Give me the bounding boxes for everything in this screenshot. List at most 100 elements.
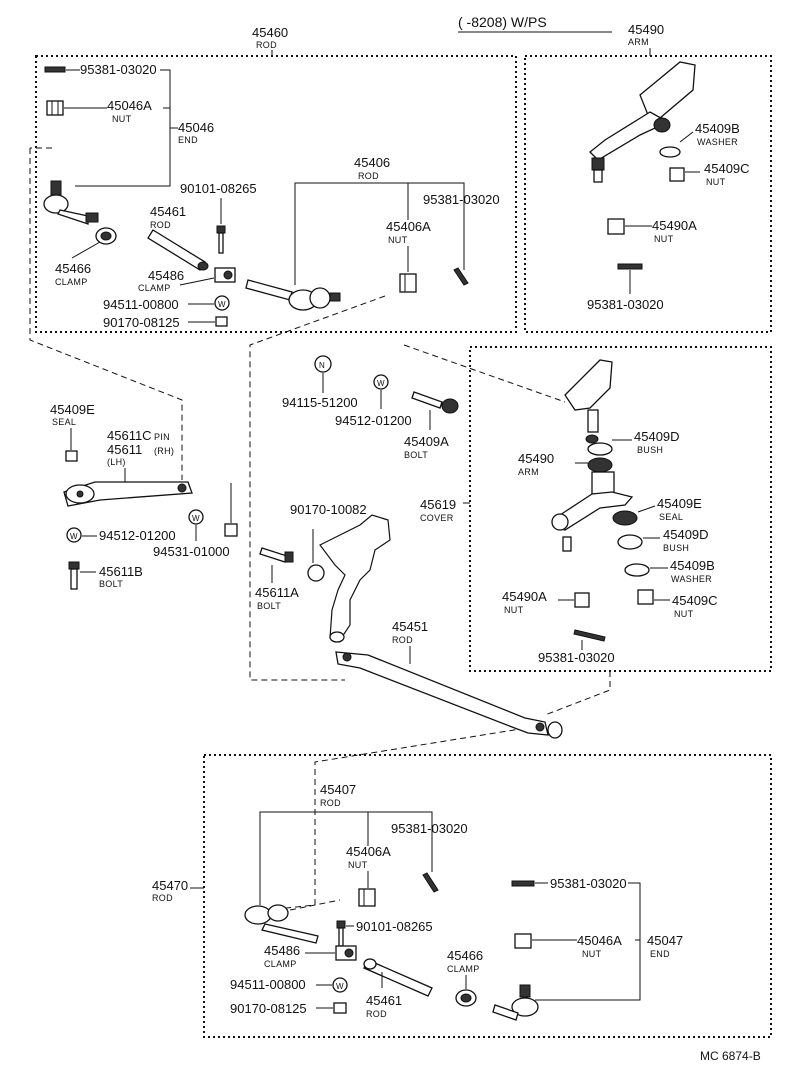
label-num: 45406 (354, 155, 390, 170)
label-num: 95381-03020 (550, 876, 627, 891)
label-name: NUT (674, 609, 694, 619)
label-num: 45486 (264, 943, 300, 958)
tie-rod-end-icon (244, 904, 319, 944)
pin-icon (65, 450, 78, 462)
label-num: 95381-03020 (80, 62, 157, 77)
label-name: CLAMP (447, 964, 480, 974)
label-name: ARM (518, 467, 539, 477)
cover-icon (307, 564, 325, 582)
washer-symbol: W (336, 982, 344, 991)
label-name: NUT (582, 949, 602, 959)
sleeve-rod-icon (363, 958, 433, 997)
label-name: BOLT (99, 579, 123, 589)
washer-icon: W (66, 527, 82, 543)
bolt-icon (68, 561, 80, 590)
washer-symbol: W (192, 514, 200, 523)
tie-rod-end-icon (245, 279, 341, 311)
label-num: 45490A (652, 218, 697, 233)
label-name: CLAMP (138, 283, 171, 293)
label-num: 95381-03020 (538, 650, 615, 665)
label-name: ROD (152, 893, 173, 903)
label-num: 45409E (657, 496, 702, 511)
relay-rod-icon (335, 651, 563, 739)
seal-icon (612, 510, 638, 526)
diagram-code: MC 6874-B (700, 1049, 761, 1063)
label-num: 94511-00800 (230, 977, 306, 992)
label-num: 45409D (634, 429, 680, 444)
dash-link-center (249, 295, 386, 681)
castle-nut-icon (358, 888, 376, 907)
label-num: 45490 (518, 451, 554, 466)
nut-icon (333, 1002, 347, 1014)
label-num: 90101-08265 (180, 181, 257, 196)
label-num: 94512-01200 (99, 528, 176, 543)
label-num: 94531-01000 (153, 544, 230, 559)
label-num: 94511-00800 (103, 297, 179, 312)
label-num: 45451 (392, 619, 428, 634)
label-num: 45470 (152, 878, 188, 893)
label-name: ROD (256, 40, 277, 50)
box-45470-rod-assembly (203, 754, 772, 1038)
nut-symbol: N (319, 361, 325, 370)
dash-link-bottom-2 (289, 899, 341, 911)
label-num: 45047 (647, 933, 683, 948)
idler-arm-icon (551, 471, 634, 552)
label-num: 45409C (672, 593, 718, 608)
seal-icon (587, 457, 613, 473)
label-name: NUT (348, 860, 368, 870)
label-num: 45460 (252, 25, 288, 40)
clamp-icon (95, 227, 117, 245)
nut-icon (215, 316, 228, 327)
label-num: 45406A (386, 219, 431, 234)
label-name: NUT (112, 114, 132, 124)
label-name: END (178, 135, 198, 145)
cotter-pin-icon (453, 267, 469, 286)
cotter-pin-icon (422, 872, 439, 893)
bolt-icon (336, 920, 346, 947)
label-num: 45466 (447, 948, 483, 963)
nut-icon: N (314, 355, 332, 373)
label-num: 45486 (148, 268, 184, 283)
label-name: WASHER (697, 137, 738, 147)
label-name: PIN (154, 432, 170, 442)
label-num: 45619 (420, 497, 456, 512)
label-num: 45611 (107, 442, 142, 457)
washer-symbol: W (377, 379, 385, 388)
bush-icon (617, 534, 643, 550)
label-name: BOLT (404, 450, 428, 460)
label-name: NUT (654, 234, 674, 244)
label-num: 45611C (107, 428, 152, 443)
tie-rod-end-icon (43, 180, 99, 225)
label-num: 45409A (404, 434, 449, 449)
label-name: SEAL (52, 417, 76, 427)
label-name: SEAL (659, 512, 683, 522)
washer-icon (659, 146, 681, 158)
dash-link-arm (403, 344, 566, 403)
pitman-arm-icon (63, 481, 193, 507)
cotter-pin-icon (617, 263, 643, 270)
label-num: 45490 (628, 22, 664, 37)
label-num: 45406A (346, 844, 391, 859)
label-name: ROD (358, 171, 379, 181)
label-num: 45490A (502, 589, 547, 604)
bush-icon (587, 442, 613, 456)
dash-link-left (29, 148, 183, 480)
label-num: 45611A (255, 585, 299, 600)
clamp-icon (335, 945, 357, 961)
label-name: (LH) (107, 457, 126, 467)
bolt-icon (411, 391, 459, 414)
bolt-icon (259, 547, 294, 563)
label-num: 94512-01200 (335, 413, 412, 428)
label-num: 45611B (99, 564, 143, 579)
label-name: BUSH (637, 445, 663, 455)
washer-symbol: W (218, 300, 226, 309)
castle-nut-icon (46, 100, 64, 116)
washer-icon: W (214, 295, 230, 311)
label-name: BOLT (257, 601, 281, 611)
label-num: 90170-08125 (230, 1001, 307, 1016)
label-num: 90101-08265 (356, 919, 433, 934)
castle-nut-icon (399, 273, 417, 293)
label-num: 45461 (150, 204, 186, 219)
nut-icon (637, 589, 654, 605)
label-name: CLAMP (55, 277, 88, 287)
